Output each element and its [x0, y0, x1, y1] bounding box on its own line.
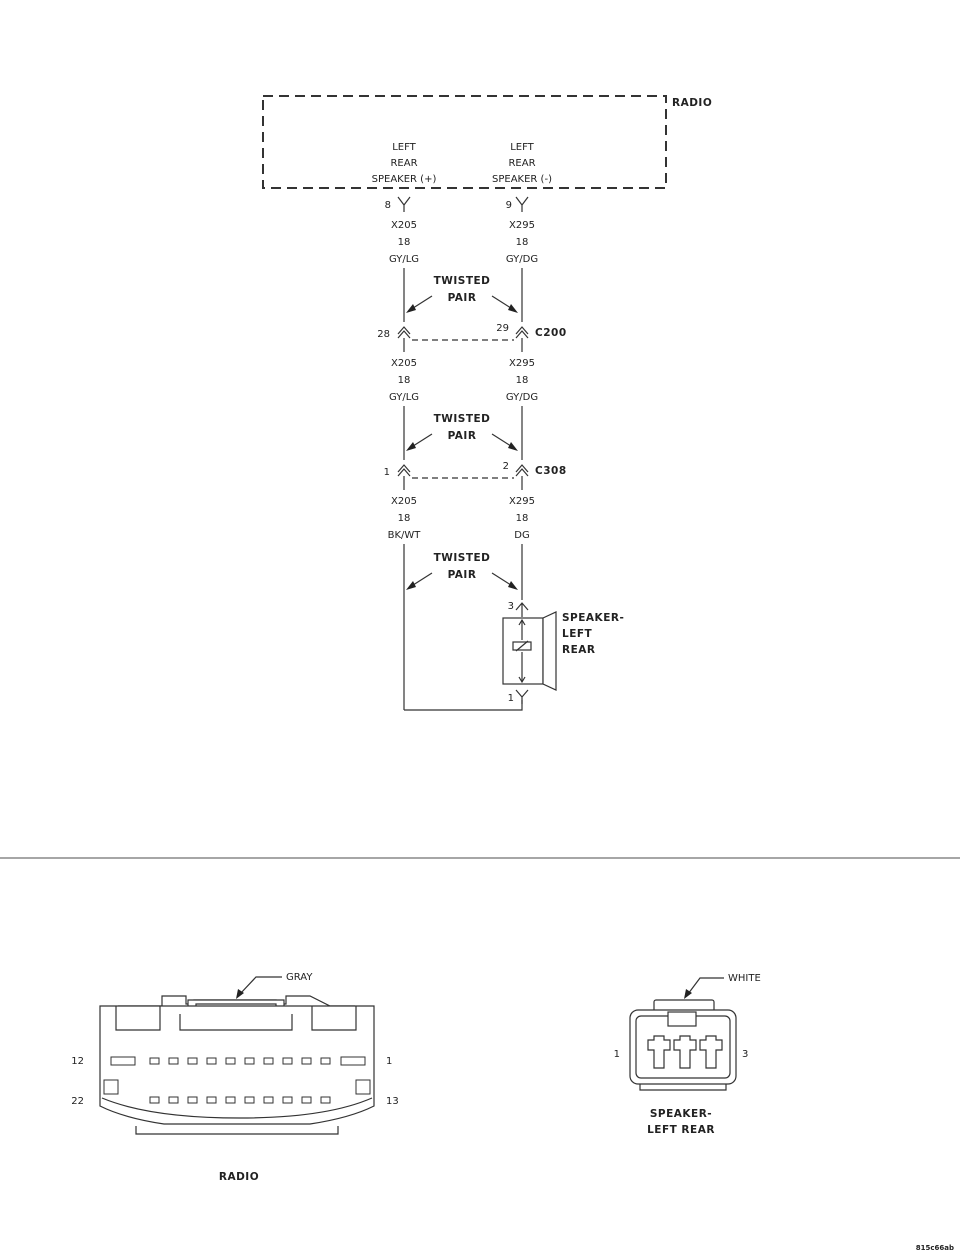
- seg1-right-circuit: X295: [509, 220, 535, 231]
- seg3-right-color: DG: [514, 530, 529, 541]
- speaker-connector-color: WHITE: [728, 973, 761, 984]
- seg3-left-gauge: 18: [398, 513, 411, 524]
- radio-pin-left-line3: SPEAKER (+): [372, 174, 437, 185]
- twisted-pair-2-arrows: [406, 433, 518, 451]
- seg2-left-gauge: 18: [398, 375, 411, 386]
- speaker-connector-name-line1: SPEAKER-: [650, 1108, 712, 1120]
- radio-pin-9-terminal: [515, 196, 529, 212]
- radio-pin-8-number: 8: [385, 200, 391, 211]
- twisted-pair-2-line2: PAIR: [448, 430, 477, 442]
- speaker-pin-1-terminal: [515, 689, 529, 704]
- radio-pin-right-line3: SPEAKER (-): [492, 174, 552, 185]
- radio-connector-color-leader: [236, 976, 282, 999]
- radio-connector-pin-1: 1: [386, 1056, 392, 1067]
- speaker-connector-name-line2: LEFT REAR: [647, 1124, 715, 1136]
- twisted-pair-3-line2: PAIR: [448, 569, 477, 581]
- radio-pin-9-number: 9: [506, 200, 512, 211]
- radio-connector-pin-13: 13: [386, 1096, 399, 1107]
- seg2-left-color: GY/LG: [389, 392, 419, 403]
- radio-connector-pin-22: 22: [71, 1096, 84, 1107]
- seg2-left-circuit: X205: [391, 358, 417, 369]
- radio-pin-left-line2: REAR: [390, 158, 417, 169]
- seg2-right-circuit: X295: [509, 358, 535, 369]
- radio-connector-pin-12: 12: [71, 1056, 84, 1067]
- twisted-pair-3-arrows: [406, 572, 518, 590]
- twisted-pair-3-line1: TWISTED: [434, 552, 491, 564]
- seg1-right-color: GY/DG: [506, 254, 538, 265]
- seg1-right-gauge: 18: [516, 237, 529, 248]
- radio-pin-8-terminal: [397, 196, 411, 212]
- radio-pin-right-line2: REAR: [508, 158, 535, 169]
- c200-label: C200: [535, 327, 567, 339]
- figure-code: 815c66ab: [916, 1244, 954, 1252]
- c308-left-terminal: [397, 464, 411, 477]
- twisted-pair-1-line2: PAIR: [448, 292, 477, 304]
- speaker-return-wire: [404, 700, 523, 711]
- c308-label: C308: [535, 465, 567, 477]
- twisted-pair-1-line1: TWISTED: [434, 275, 491, 287]
- seg3-right-gauge: 18: [516, 513, 529, 524]
- seg2-right-gauge: 18: [516, 375, 529, 386]
- radio-module-label: RADIO: [672, 97, 712, 109]
- speaker-label-line2: LEFT: [562, 628, 593, 640]
- radio-module-outline: [262, 95, 667, 189]
- speaker-pin-3-number: 3: [508, 601, 514, 612]
- speaker-symbol: [502, 611, 557, 691]
- speaker-connector-face: [629, 999, 737, 1091]
- c200-pin-29: 29: [496, 323, 509, 334]
- seg3-left-circuit: X205: [391, 496, 417, 507]
- speaker-pin-3-terminal: [515, 602, 529, 617]
- seg3-left-color: BK/WT: [388, 530, 422, 541]
- c308-pin-1: 1: [384, 467, 390, 478]
- seg1-left-color: GY/LG: [389, 254, 419, 265]
- seg3-right-circuit: X295: [509, 496, 535, 507]
- seg1-left-circuit: X205: [391, 220, 417, 231]
- radio-connector-color: GRAY: [286, 972, 313, 983]
- speaker-label-line3: REAR: [562, 644, 595, 656]
- speaker-connector-color-leader: [684, 977, 724, 999]
- speaker-label-line1: SPEAKER-: [562, 612, 624, 624]
- twisted-pair-1-arrows: [406, 295, 518, 313]
- speaker-connector-pin-3: 3: [742, 1049, 748, 1060]
- seg2-right-color: GY/DG: [506, 392, 538, 403]
- twisted-pair-2-line1: TWISTED: [434, 413, 491, 425]
- c200-left-terminal: [397, 326, 411, 339]
- c200-pin-28: 28: [377, 329, 390, 340]
- speaker-connector-pin-1: 1: [614, 1049, 620, 1060]
- radio-connector-face: [99, 995, 375, 1135]
- radio-pin-left-line1: LEFT: [392, 142, 416, 153]
- seg1-left-gauge: 18: [398, 237, 411, 248]
- speaker-pin-1-number: 1: [508, 693, 514, 704]
- c308-pin-2: 2: [503, 461, 509, 472]
- c308-right-terminal: [515, 464, 529, 477]
- radio-connector-name: RADIO: [219, 1171, 259, 1183]
- radio-pin-right-line1: LEFT: [510, 142, 534, 153]
- c200-right-terminal: [515, 326, 529, 339]
